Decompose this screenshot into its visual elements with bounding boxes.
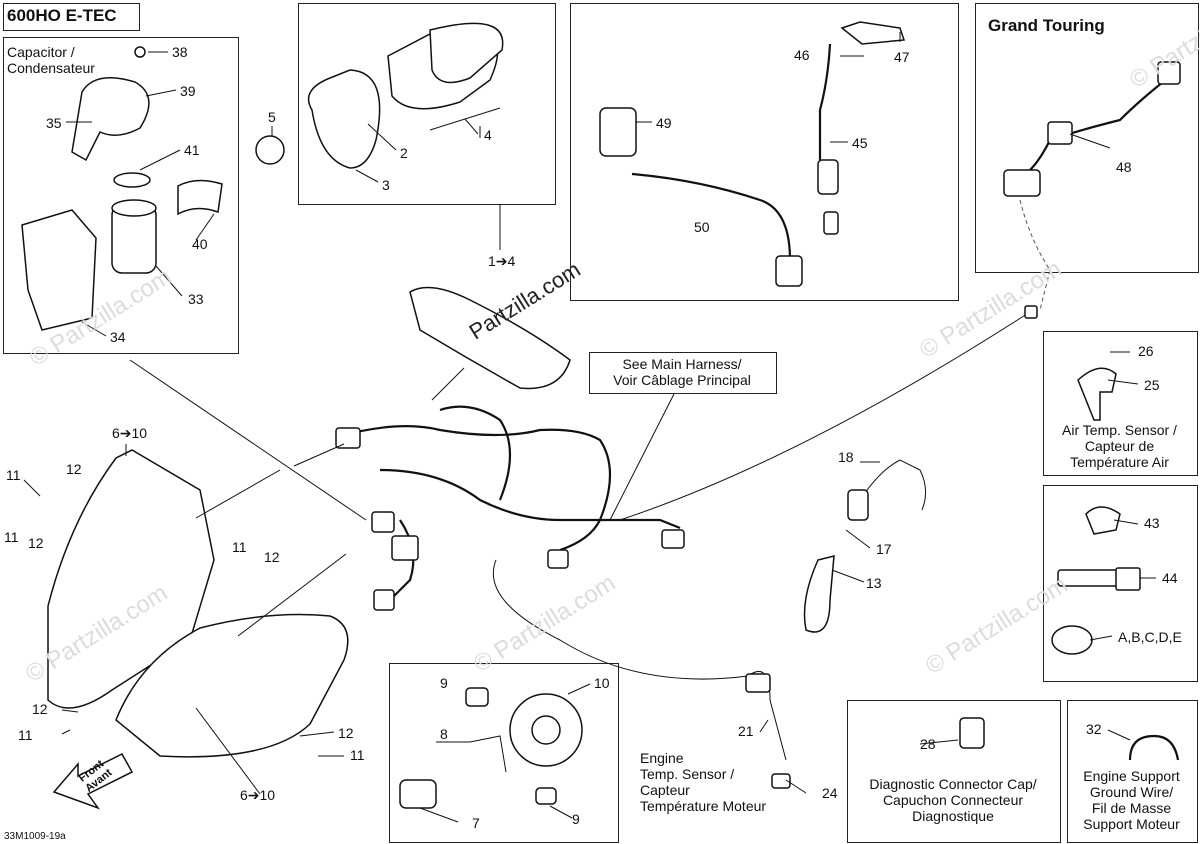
callout-11: 11 xyxy=(6,467,21,483)
callout-25: 25 xyxy=(1144,377,1160,393)
engine-temp-caption: Engine Temp. Sensor / Capteur Températur… xyxy=(640,750,767,814)
title-box xyxy=(3,3,140,31)
gauge-box xyxy=(298,3,556,205)
bulb-box xyxy=(389,663,619,843)
tether-part xyxy=(745,459,926,789)
callout-26: 26 xyxy=(1138,343,1154,359)
callout-38: 38 xyxy=(172,44,188,60)
ignition-box xyxy=(570,3,959,301)
callout-24: 24 xyxy=(822,785,838,801)
capacitor-title: Capacitor / Condensateur xyxy=(7,44,95,76)
main-harness-note: See Main Harness/ Voir Câblage Principal xyxy=(613,356,751,388)
callout-9: 9 xyxy=(572,811,580,827)
bulb-part xyxy=(399,687,583,809)
callout-a-to-e: A,B,C,D,E xyxy=(1118,629,1182,645)
callout-11: 11 xyxy=(350,747,365,763)
callout-12: 12 xyxy=(66,461,82,477)
accessories-box xyxy=(1043,485,1198,682)
callout-50: 50 xyxy=(694,219,710,235)
callout-2: 2 xyxy=(400,145,408,161)
callout-28: 28 xyxy=(920,736,936,752)
callout-5: 5 xyxy=(268,109,276,125)
grand-touring-part xyxy=(1003,61,1181,311)
callout-3: 3 xyxy=(382,177,390,193)
callout-32: 32 xyxy=(1086,721,1102,737)
callout-41: 41 xyxy=(184,142,200,158)
callout-7: 7 xyxy=(472,815,480,831)
callout-44: 44 xyxy=(1162,570,1178,586)
callout-12: 12 xyxy=(28,535,44,551)
callout-21: 21 xyxy=(738,723,754,739)
callout-12: 12 xyxy=(264,549,280,565)
accessory-part xyxy=(959,367,1180,761)
air-temp-caption: Air Temp. Sensor / Capteur de Températur… xyxy=(1062,422,1177,470)
capacitor-box xyxy=(3,37,239,354)
callout-17: 17 xyxy=(876,541,892,557)
callout-34: 34 xyxy=(110,329,126,345)
gauge-part xyxy=(255,22,504,169)
callout-8: 8 xyxy=(440,726,448,742)
ignition-part xyxy=(599,21,906,287)
main-harness-box xyxy=(589,352,777,394)
leader-lines xyxy=(23,32,1156,823)
callout-6-to-10: 6➔10 xyxy=(240,787,276,803)
callout-10: 10 xyxy=(594,675,610,691)
callout-11: 11 xyxy=(232,539,247,555)
ground-wire-box xyxy=(1067,700,1198,843)
capacitor-part xyxy=(21,46,223,331)
callout-11: 11 xyxy=(18,727,33,743)
ground-wire-caption: Engine Support Ground Wire/ Fil de Masse… xyxy=(1083,768,1180,832)
callout-11: 11 xyxy=(4,529,19,545)
footer-code: 33M1009-19a xyxy=(4,831,66,842)
callout-18: 18 xyxy=(838,449,854,465)
callout-33: 33 xyxy=(188,291,204,307)
callout-1-to-4: 1➔4 xyxy=(488,253,516,269)
callout-47: 47 xyxy=(894,49,910,65)
callout-48: 48 xyxy=(1116,159,1132,175)
grand-touring-title: Grand Touring xyxy=(988,16,1105,35)
callout-9: 9 xyxy=(440,675,448,691)
callout-49: 49 xyxy=(656,115,672,131)
diagram-code: 600HO E-TEC xyxy=(7,6,117,25)
callout-4: 4 xyxy=(484,127,492,143)
callout-43: 43 xyxy=(1144,515,1160,531)
callout-6-to-10: 6➔10 xyxy=(112,425,148,441)
callout-46: 46 xyxy=(794,47,810,63)
callout-35: 35 xyxy=(46,115,62,131)
callout-12: 12 xyxy=(32,701,48,717)
callout-40: 40 xyxy=(192,236,208,252)
diag-cap-caption: Diagnostic Connector Cap/ Capuchon Conne… xyxy=(869,776,1037,824)
callout-12: 12 xyxy=(338,725,354,741)
diag-cap-box xyxy=(847,700,1061,843)
grand-touring-box xyxy=(975,3,1199,273)
air-temp-box xyxy=(1043,331,1198,476)
callout-13: 13 xyxy=(866,575,882,591)
callout-39: 39 xyxy=(180,83,196,99)
headlight-part xyxy=(47,449,349,810)
main-harness-part xyxy=(335,286,1038,761)
callout-45: 45 xyxy=(852,135,868,151)
